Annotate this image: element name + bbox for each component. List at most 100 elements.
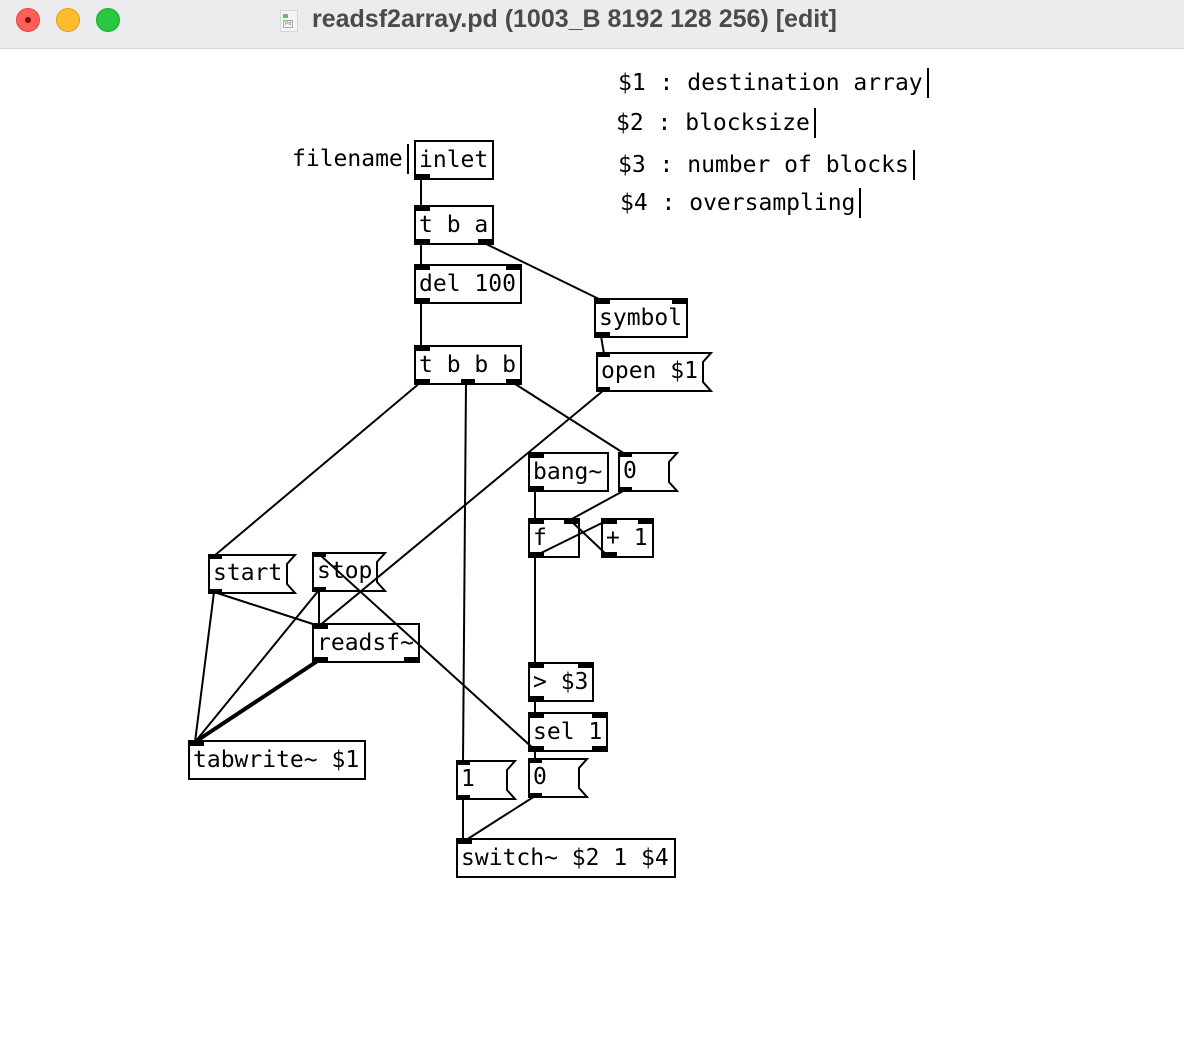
object-float[interactable]: f [528,518,580,558]
outlet-port[interactable] [528,793,542,798]
comment-arg2[interactable]: $2 : blocksize [616,108,816,138]
message-zero-reset[interactable]: 0 [618,452,680,492]
inlet-port[interactable] [672,299,686,304]
inlet-port[interactable] [208,554,222,559]
message-stop[interactable]: stop [312,552,388,592]
inlet-port[interactable] [596,352,610,357]
outlet-port[interactable] [312,587,326,592]
inlet-port[interactable] [530,519,544,524]
inlet-port[interactable] [530,663,544,668]
object-select[interactable]: sel 1 [528,712,608,752]
close-window-button[interactable] [16,8,40,32]
object-inlet-label: inlet [419,147,489,173]
inlet-port[interactable] [564,519,578,524]
outlet-port[interactable] [530,552,544,557]
outlet-port[interactable] [416,239,430,244]
wire-stop-to-tabwrite[interactable] [194,589,320,743]
window-title: readsf2array.pd (1003_B 8192 128 256) [e… [312,5,837,33]
outlet-port[interactable] [416,379,430,384]
outlet-port[interactable] [456,795,470,800]
wire-open-to-readsf[interactable] [318,389,605,627]
outlet-port[interactable] [596,387,610,392]
inlet-port[interactable] [190,741,204,746]
wire-tbbb-to-start[interactable] [213,381,422,557]
message-open[interactable]: open $1 [596,352,714,392]
minimize-window-button[interactable] [56,8,80,32]
comment-arg3[interactable]: $3 : number of blocks [618,150,915,180]
object-readsf[interactable]: readsf~ [312,623,420,663]
inlet-port[interactable] [638,519,652,524]
object-greater-than-label: > $3 [533,669,589,695]
outlet-port[interactable] [416,174,430,179]
object-symbol-label: symbol [599,305,683,331]
inlet-port[interactable] [312,552,326,557]
wire-symbol-to-open[interactable] [600,335,605,355]
inlet-port[interactable] [456,760,470,765]
object-inlet[interactable]: inlet [414,140,494,180]
message-stop-label: stop [317,558,373,584]
message-zero-switch-label: 0 [533,764,547,790]
inlet-port[interactable] [416,265,430,270]
outlet-port[interactable] [618,487,632,492]
wire-readsf-to-tabwrite[interactable] [193,658,321,744]
message-one-label: 1 [461,766,475,792]
inlet-port[interactable] [530,453,544,458]
message-start[interactable]: start [208,554,298,594]
object-trigger-bbb[interactable]: t b b b [414,345,522,385]
inlet-port[interactable] [416,346,430,351]
wire-float-to-plus[interactable] [534,519,609,557]
inlet-port[interactable] [416,206,430,211]
inlet-port[interactable] [458,839,472,844]
wire-tbbb-to-zero-reset[interactable] [511,381,626,455]
wire-zero-to-float-right[interactable] [569,489,626,521]
outlet-port[interactable] [603,552,617,557]
outlet-port[interactable] [596,332,610,337]
wire-zero-to-switch[interactable] [462,795,536,843]
wire-start-to-readsf[interactable] [213,591,320,627]
message-one[interactable]: 1 [456,760,518,800]
maximize-window-button[interactable] [96,8,120,32]
outlet-port[interactable] [461,379,475,384]
comment-filename[interactable]: filename [292,144,409,174]
object-bang-tilde-label: bang~ [533,459,603,485]
outlet-port[interactable] [478,239,492,244]
object-delay[interactable]: del 100 [414,264,522,304]
object-plus-one[interactable]: + 1 [601,518,654,558]
wire-tba-to-symbol[interactable] [481,241,602,301]
outlet-port[interactable] [592,746,606,751]
inlet-port[interactable] [578,663,592,668]
inlet-port[interactable] [530,713,544,718]
object-select-label: sel 1 [533,719,603,745]
outlet-port[interactable] [404,657,418,662]
object-trigger-ba[interactable]: t b a [414,205,494,245]
object-trigger-ba-label: t b a [419,212,489,238]
outlet-port[interactable] [506,379,520,384]
object-bang-tilde[interactable]: bang~ [528,452,609,492]
object-switch-label: switch~ $2 1 $4 [461,845,669,871]
comment-arg1[interactable]: $1 : destination array [618,68,929,98]
outlet-port[interactable] [208,589,222,594]
inlet-port[interactable] [592,713,606,718]
inlet-port[interactable] [528,758,542,763]
object-delay-label: del 100 [419,271,516,297]
object-switch[interactable]: switch~ $2 1 $4 [456,838,676,878]
outlet-port[interactable] [314,657,328,662]
object-greater-than[interactable]: > $3 [528,662,594,702]
inlet-port[interactable] [618,452,632,457]
outlet-port[interactable] [530,746,544,751]
inlet-port[interactable] [314,624,328,629]
object-tabwrite[interactable]: tabwrite~ $1 [188,740,366,780]
outlet-port[interactable] [416,298,430,303]
inlet-port[interactable] [596,299,610,304]
outlet-port[interactable] [530,696,544,701]
wire-tbbb-to-one[interactable] [462,381,467,763]
inlet-port[interactable] [506,265,520,270]
object-symbol[interactable]: symbol [594,298,688,338]
outlet-port[interactable] [530,486,544,491]
message-zero-switch[interactable]: 0 [528,758,590,798]
inlet-port[interactable] [603,519,617,524]
wire-sel-to-stop[interactable] [318,553,536,751]
comment-arg4[interactable]: $4 : oversampling [620,188,862,218]
wire-start-to-tabwrite[interactable] [194,591,215,743]
